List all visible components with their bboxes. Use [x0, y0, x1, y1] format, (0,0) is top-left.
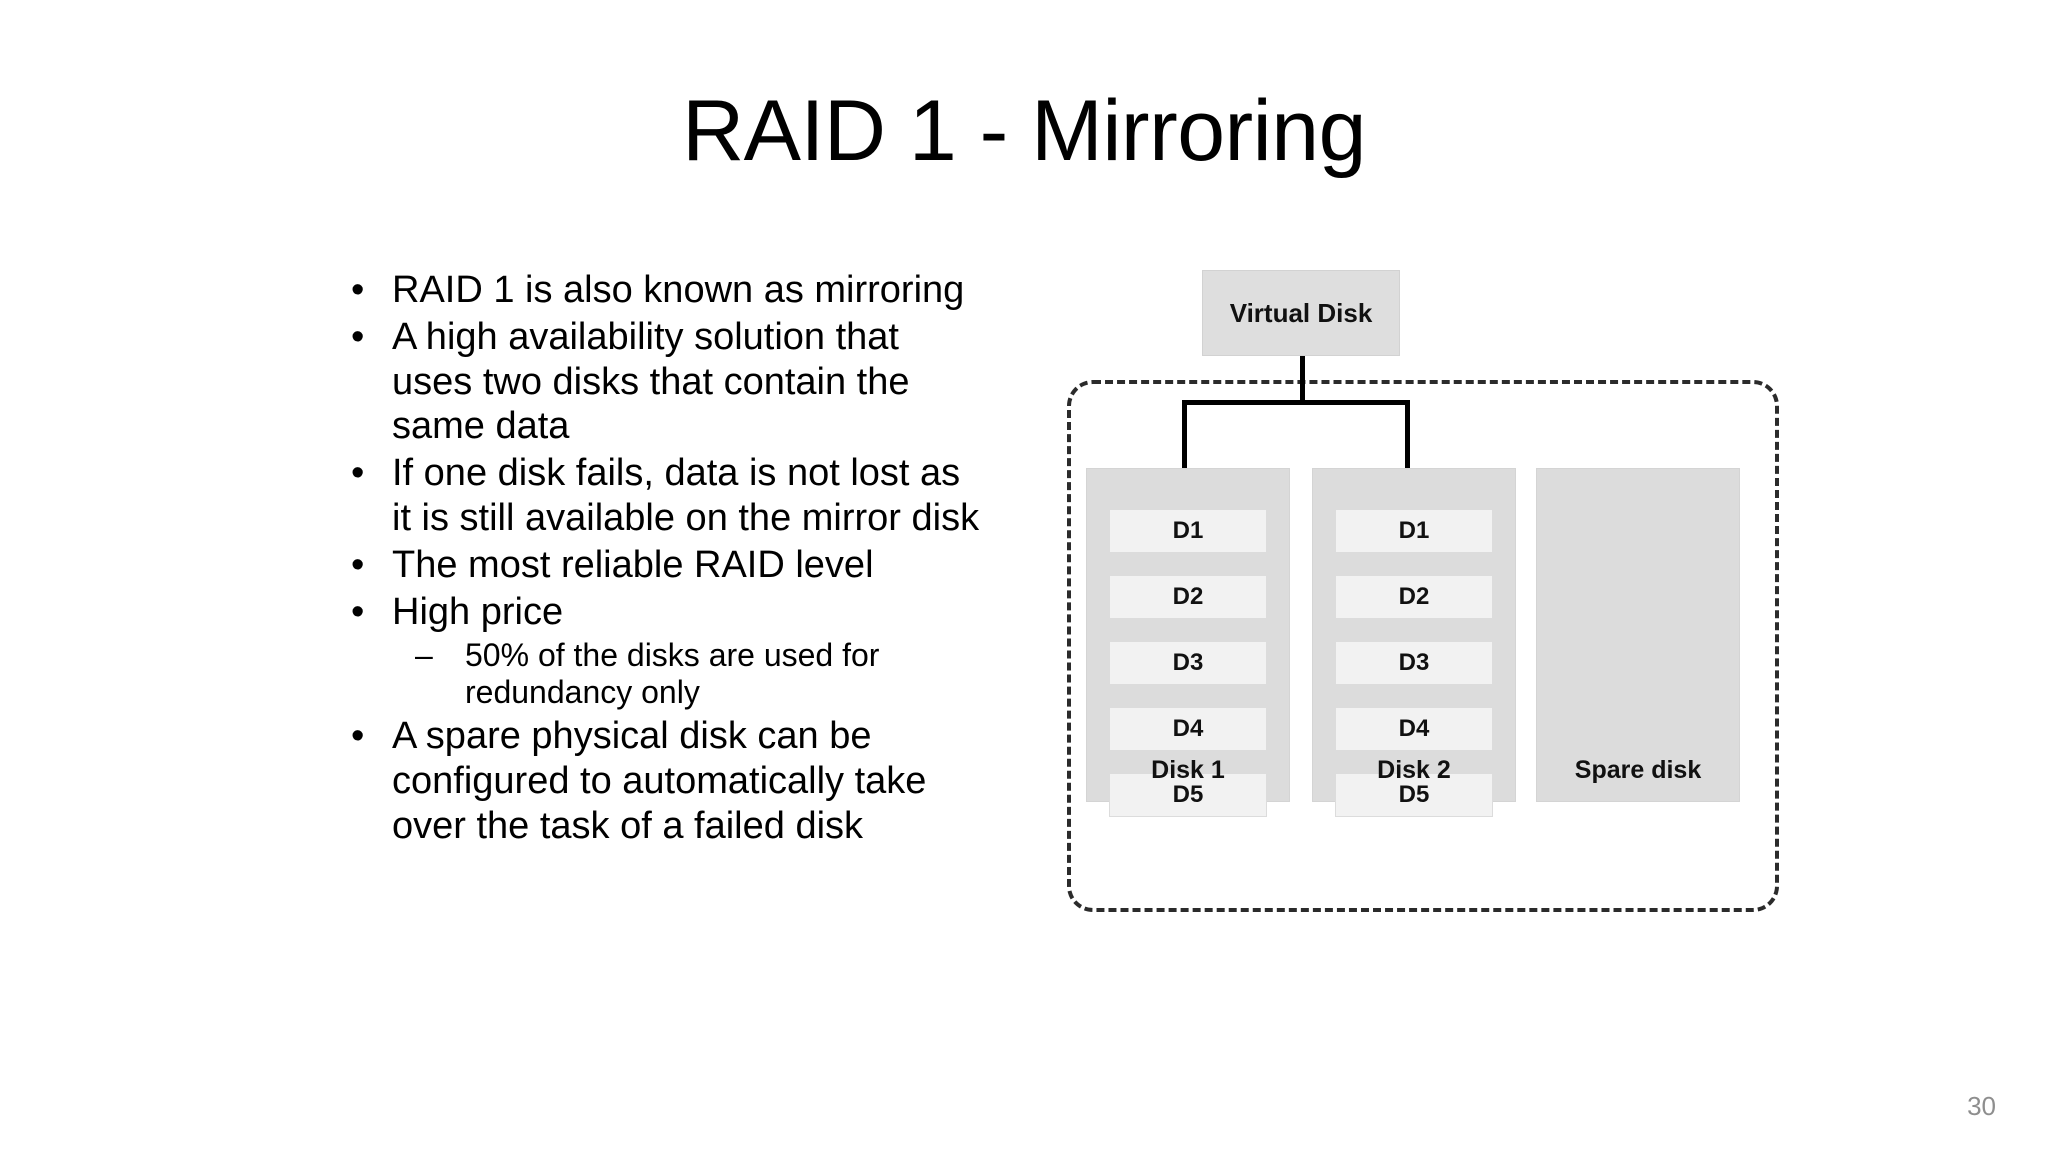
bullet-marker-dot: • — [351, 452, 365, 495]
bullet-text: High price — [392, 590, 564, 633]
disk-block: D3 — [1335, 641, 1493, 685]
bullet-marker-dot: • — [351, 315, 365, 358]
page-number: 30 — [1967, 1091, 1996, 1121]
virtual-disk-label: Virtual Disk — [1229, 297, 1373, 328]
disk-block: D1 — [1335, 509, 1493, 553]
bullet-item: –50% of the disks are used for redundanc… — [345, 637, 985, 713]
disk-block: D2 — [1109, 575, 1267, 619]
virtual-disk-box: Virtual Disk — [1202, 270, 1400, 356]
bullet-text: The most reliable RAID level — [392, 543, 874, 586]
bullet-item: • If one disk fails, data is not lost as … — [345, 451, 985, 541]
disk-label-1: Disk 1 — [1151, 756, 1225, 784]
bullet-marker-dot: • — [351, 269, 365, 311]
page-title: RAID 1 - Mirroring — [682, 83, 1366, 179]
disk-block: D1 — [1109, 509, 1267, 553]
disk-block: D2 — [1335, 575, 1493, 619]
connector-branch-disk2 — [1405, 400, 1410, 472]
bullet-marker-dot: • — [351, 543, 365, 586]
disk-block: D5 — [1335, 773, 1493, 817]
bullet-item: • High price — [345, 590, 985, 635]
disk-block: D5 — [1109, 773, 1267, 817]
disk-block: D3 — [1109, 641, 1267, 685]
disk-label-2: Disk 2 — [1377, 756, 1451, 784]
connector-stem-line — [1300, 356, 1305, 404]
connector-horizontal-bar — [1182, 400, 1410, 405]
disk-block: D4 — [1109, 707, 1267, 751]
bullet-text: RAID 1 is also known as mirroring — [392, 269, 965, 311]
bullet-marker-dot: • — [351, 715, 365, 758]
bullet-marker-dash: – — [415, 636, 433, 673]
bullet-list: • RAID 1 is also known as mirroring • A hig… — [345, 268, 985, 851]
bullet-text: If one disk fails, data is not lost as i… — [392, 452, 980, 540]
bullet-text: A high availability solution that uses t… — [392, 315, 910, 448]
raid-enclosure-dashed-border — [1067, 380, 1779, 912]
disk-block: D4 — [1335, 707, 1493, 751]
disk-column-spare: Spare disk — [1536, 468, 1740, 802]
bullet-item: • A spare physical disk can be configured… — [345, 714, 985, 848]
bullet-marker-dot: • — [351, 590, 365, 633]
connector-branch-disk1 — [1182, 400, 1187, 472]
bullet-text: 50% of the disks are used for redundancy… — [465, 636, 880, 711]
bullet-text: A spare physical disk can be configured … — [392, 715, 927, 847]
disk-label-spare: Spare disk — [1574, 756, 1702, 784]
bullet-item: • RAID 1 is also known as mirroring — [345, 268, 985, 313]
bullet-item: • A high availability solution that uses … — [345, 315, 985, 449]
bullet-item: • The most reliable RAID level — [345, 543, 985, 588]
